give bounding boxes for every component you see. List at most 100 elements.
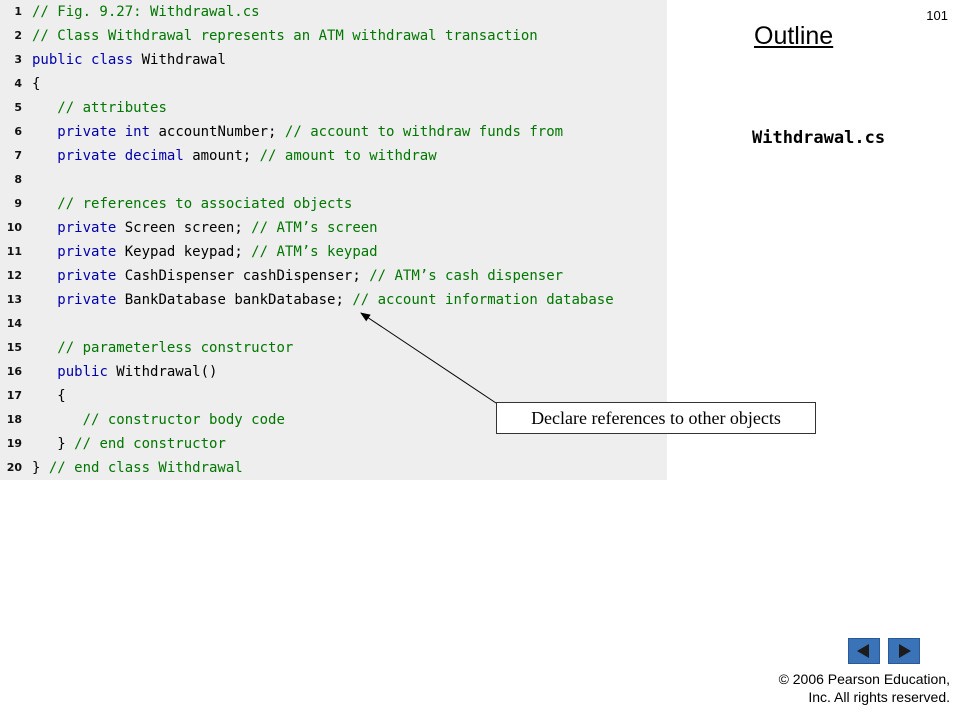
- code-comment: // Fig. 9.27: Withdrawal.cs: [32, 4, 260, 20]
- code-text: [32, 196, 57, 212]
- line-code: {: [32, 384, 66, 408]
- code-comment: // references to associated objects: [57, 196, 353, 212]
- line-code: private BankDatabase bankDatabase; // ac…: [32, 288, 614, 312]
- code-text: [32, 412, 83, 428]
- code-line: 10 private Screen screen; // ATM’s scree…: [0, 216, 667, 240]
- slide-number: 101: [926, 8, 948, 23]
- code-text: {: [32, 76, 41, 92]
- code-line: 18 // constructor body code: [0, 408, 667, 432]
- copyright-notice: © 2006 Pearson Education, Inc. All right…: [779, 670, 950, 706]
- next-slide-button[interactable]: [888, 638, 920, 664]
- line-code: // references to associated objects: [32, 192, 352, 216]
- line-number: 14: [6, 317, 22, 330]
- line-code: private CashDispenser cashDispenser; // …: [32, 264, 563, 288]
- line-code: private decimal amount; // amount to wit…: [32, 144, 437, 168]
- code-text: [32, 364, 57, 380]
- line-number: 2: [14, 29, 22, 42]
- code-line: 11 private Keypad keypad; // ATM’s keypa…: [0, 240, 667, 264]
- line-code: private int accountNumber; // account to…: [32, 120, 563, 144]
- code-text: [32, 340, 57, 356]
- code-keyword: public: [57, 364, 108, 380]
- code-keyword: private: [57, 124, 117, 140]
- line-number: 7: [14, 149, 22, 162]
- line-number: 16: [6, 365, 22, 378]
- code-text: [83, 52, 91, 68]
- code-line: 12 private CashDispenser cashDispenser; …: [0, 264, 667, 288]
- code-text: [32, 148, 57, 164]
- copyright-line-2: Inc. All rights reserved.: [808, 689, 950, 705]
- code-comment: // ATM’s keypad: [251, 244, 378, 260]
- line-code: // attributes: [32, 96, 167, 120]
- line-number: 3: [14, 53, 22, 66]
- code-text: BankDatabase bankDatabase;: [116, 292, 353, 308]
- code-line: 3 public class Withdrawal: [0, 48, 667, 72]
- code-text: [32, 124, 57, 140]
- line-number: 11: [6, 245, 22, 258]
- code-line: 8: [0, 168, 667, 192]
- code-line: 13 private BankDatabase bankDatabase; //…: [0, 288, 667, 312]
- code-text: amount;: [183, 148, 260, 164]
- line-number: 20: [6, 461, 22, 474]
- code-comment: // ATM’s cash dispenser: [369, 268, 564, 284]
- line-number: 15: [6, 341, 22, 354]
- code-line: 7 private decimal amount; // amount to w…: [0, 144, 667, 168]
- copyright-line-1: © 2006 Pearson Education,: [778, 671, 950, 687]
- code-line: 4{: [0, 72, 667, 96]
- code-keyword: int: [124, 124, 151, 140]
- code-keyword: private: [57, 292, 117, 308]
- line-code: // Class Withdrawal represents an ATM wi…: [32, 24, 538, 48]
- previous-slide-button[interactable]: [848, 638, 880, 664]
- line-number: 18: [6, 413, 22, 426]
- code-comment: // ATM’s screen: [251, 220, 378, 236]
- code-line: 17 {: [0, 384, 667, 408]
- code-line: 19 } // end constructor: [0, 432, 667, 456]
- line-code: private Screen screen; // ATM’s screen: [32, 216, 378, 240]
- code-line: 14: [0, 312, 667, 336]
- line-number: 12: [6, 269, 22, 282]
- line-code: // Fig. 9.27: Withdrawal.cs: [32, 0, 260, 24]
- line-code: public Withdrawal(): [32, 360, 217, 384]
- code-comment: // account information database: [352, 292, 614, 308]
- outline-title: Outline: [754, 22, 834, 50]
- code-keyword: private: [57, 148, 117, 164]
- code-text: CashDispenser cashDispenser;: [116, 268, 370, 284]
- code-line: 2 // Class Withdrawal represents an ATM w…: [0, 24, 667, 48]
- code-text: [32, 292, 57, 308]
- code-comment: // amount to withdraw: [259, 148, 437, 164]
- code-text: Withdrawal: [133, 52, 226, 68]
- code-text: [32, 220, 57, 236]
- line-number: 1: [14, 5, 22, 18]
- line-number: 4: [14, 77, 22, 90]
- code-keyword: private: [57, 268, 117, 284]
- line-code: public class Withdrawal: [32, 48, 226, 72]
- code-text: [116, 124, 124, 140]
- code-text: Withdrawal(): [107, 364, 218, 380]
- callout-box: Declare references to other objects: [496, 402, 816, 434]
- code-comment: // Class Withdrawal represents an ATM wi…: [32, 28, 538, 44]
- triangle-left-icon: [857, 644, 869, 658]
- code-text: {: [32, 388, 66, 404]
- code-text: }: [32, 436, 75, 452]
- code-keyword: class: [91, 52, 134, 68]
- code-text: Screen screen;: [116, 220, 252, 236]
- code-text: accountNumber;: [150, 124, 285, 140]
- line-number: 9: [14, 197, 22, 210]
- code-line: 15 // parameterless constructor: [0, 336, 667, 360]
- code-line: 9 // references to associated objects: [0, 192, 667, 216]
- line-code: // constructor body code: [32, 408, 285, 432]
- code-comment: // account to withdraw funds from: [284, 124, 564, 140]
- code-line: 5 // attributes: [0, 96, 667, 120]
- code-line: 6 private int accountNumber; // account …: [0, 120, 667, 144]
- code-line: 16 public Withdrawal(): [0, 360, 667, 384]
- line-number: 6: [14, 125, 22, 138]
- line-code: private Keypad keypad; // ATM’s keypad: [32, 240, 378, 264]
- file-name-label: Withdrawal.cs: [752, 128, 886, 148]
- code-listing-panel: 1 // Fig. 9.27: Withdrawal.cs 2 // Class Wi…: [0, 0, 667, 480]
- code-text: [32, 268, 57, 284]
- code-keyword: private: [57, 220, 117, 236]
- code-keyword: public: [32, 52, 83, 68]
- line-code: // parameterless constructor: [32, 336, 293, 360]
- code-comment: // end class Withdrawal: [48, 460, 243, 476]
- line-code: } // end constructor: [32, 432, 226, 456]
- code-comment: // constructor body code: [82, 412, 285, 428]
